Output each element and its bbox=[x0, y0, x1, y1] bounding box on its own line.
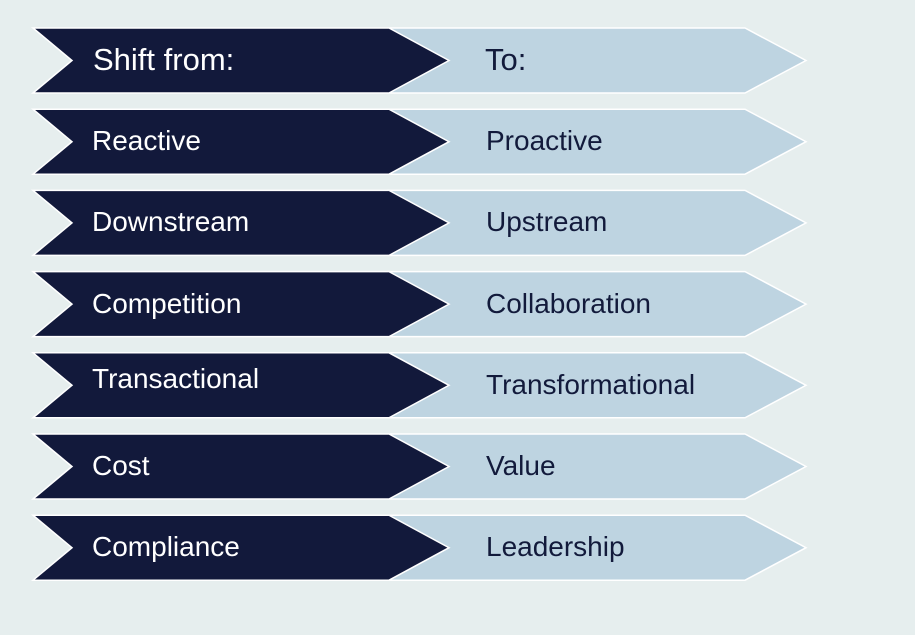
row-5-to-label: Value bbox=[486, 450, 556, 481]
row-4-to-label: Transformational bbox=[486, 369, 696, 400]
to-chevron bbox=[387, 433, 808, 500]
from-chevron bbox=[30, 27, 451, 94]
header-to-label: To: bbox=[485, 42, 527, 77]
row-1-to-label: Proactive bbox=[486, 125, 603, 156]
row-3-from-label: Competition bbox=[92, 288, 242, 319]
from-chevron bbox=[30, 514, 451, 581]
row-6-to-label: Leadership bbox=[486, 531, 625, 562]
row-2-from-label: Downstream bbox=[92, 206, 250, 237]
row-5-from-label: Cost bbox=[92, 450, 150, 481]
from-chevron bbox=[30, 352, 451, 419]
to-chevron bbox=[387, 27, 808, 94]
from-chevron bbox=[30, 108, 451, 175]
row-1-from-label: Reactive bbox=[92, 125, 201, 156]
from-chevron bbox=[30, 433, 451, 500]
row-2-to-label: Upstream bbox=[486, 206, 608, 237]
row-3-to-label: Collaboration bbox=[486, 288, 651, 319]
from-chevron bbox=[30, 270, 451, 338]
header-from-label: Shift from: bbox=[93, 42, 235, 77]
row-6-from-label: Compliance bbox=[92, 531, 240, 562]
from-chevron bbox=[30, 189, 451, 257]
row-4-from-label: Transactional bbox=[92, 363, 260, 394]
